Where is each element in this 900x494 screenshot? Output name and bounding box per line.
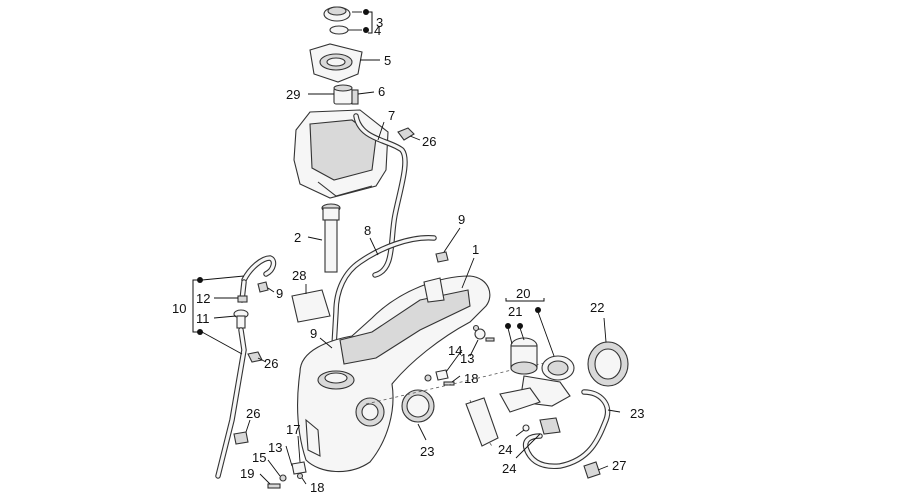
filler-filter (333, 84, 353, 105)
grommet (474, 328, 486, 340)
clip-9-left (257, 281, 269, 293)
callout-5: 5 (384, 53, 391, 68)
fuel-pump-assembly (499, 337, 575, 435)
pump-bracket (465, 397, 499, 447)
callout-24: 24 (502, 461, 516, 476)
callout-16: 17 (286, 422, 300, 437)
callout-1: 1 (472, 242, 479, 257)
vent-fitting (351, 89, 359, 105)
callout-17: 18 (310, 480, 324, 494)
washer-25 (522, 424, 530, 432)
callout-14: 14 (448, 343, 462, 358)
fuel-tank (296, 275, 491, 473)
callout-9-bottom: 9 (310, 326, 317, 341)
callout-21: 22 (590, 300, 604, 315)
hose-clamp-27 (583, 461, 601, 479)
fuel-level-sender (321, 203, 341, 273)
callout-2: 2 (294, 230, 301, 245)
tank-upper-cover (293, 109, 389, 199)
pump-retaining-ring (587, 341, 629, 387)
drain-valve (233, 309, 249, 329)
callout-3: 3 (376, 15, 383, 30)
callout-28: 28 (292, 268, 306, 283)
nut-lower (233, 431, 249, 445)
drain-hose-clamp (237, 295, 248, 303)
callout-23: 23 (420, 444, 434, 459)
callout-29: 29 (286, 87, 300, 102)
callout-12: 12 (196, 291, 210, 306)
callout-10: 10 (172, 301, 186, 316)
callout-22: 23 (630, 406, 644, 421)
bracket-16 (291, 461, 307, 475)
clip-9-right (435, 251, 449, 263)
callout-4: 4 (374, 23, 381, 38)
leader-lines (192, 11, 621, 485)
callout-13-lower: 13 (268, 440, 282, 455)
callout-26-middle: 26 (264, 356, 278, 371)
callout-19: 20 (516, 286, 530, 301)
callout-labels: 3 4 5 29 6 7 26 2 8 9 1 28 9 12 10 11 9 … (172, 15, 644, 494)
bracket-14 (435, 369, 449, 381)
nut-upper (397, 127, 415, 141)
callout-13-upper: 13 (460, 351, 474, 366)
callout-9-left: 9 (276, 286, 283, 301)
callout-9-right: 9 (458, 212, 465, 227)
screw-top-small (472, 324, 480, 332)
callout-26-upper: 26 (422, 134, 436, 149)
callout-7: 7 (388, 108, 395, 123)
screw-small-right (485, 337, 495, 342)
washer-15 (279, 474, 287, 482)
kit-indicator-dots (197, 9, 541, 335)
warning-label (291, 289, 331, 323)
callout-25: 24 (498, 442, 512, 457)
callout-6: 6 (378, 84, 385, 99)
tank-gasket-ring (401, 389, 435, 423)
callout-27: 27 (612, 458, 626, 473)
screw-18-lower (267, 483, 281, 489)
callout-20: 21 (508, 304, 522, 319)
callout-26-lower: 26 (246, 406, 260, 421)
washer-13 (424, 374, 432, 382)
fuel-cap (323, 6, 351, 22)
washer-17 (296, 472, 304, 480)
nut-middle (247, 351, 263, 363)
callout-15: 15 (252, 450, 266, 465)
filler-neck (309, 43, 363, 83)
callout-18-lower: 19 (240, 466, 254, 481)
cap-gasket (329, 25, 349, 35)
callout-11: 11 (196, 311, 210, 326)
callout-18-upper: 18 (464, 371, 478, 386)
callout-8: 8 (364, 223, 371, 238)
